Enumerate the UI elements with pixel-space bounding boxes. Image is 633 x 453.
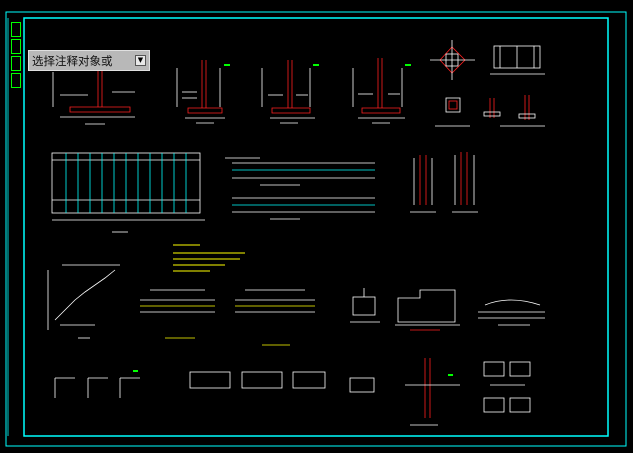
side-tab-1[interactable]: [11, 22, 21, 37]
outer-frame: [5, 11, 627, 447]
inner-frame: [23, 17, 609, 437]
wall-section-2[interactable]: [176, 60, 230, 124]
wall-section-3[interactable]: [261, 60, 319, 124]
beam-detail-1[interactable]: [140, 289, 215, 339]
plan-detail[interactable]: [490, 45, 545, 75]
beam-detail-2[interactable]: [235, 289, 315, 346]
side-tab-2[interactable]: [11, 39, 21, 54]
bottom-detail-1[interactable]: [54, 370, 140, 398]
small-detail-row[interactable]: [435, 95, 545, 127]
footing-detail-1[interactable]: [350, 288, 380, 323]
wall-section-4[interactable]: [352, 58, 411, 124]
column-elevation-1[interactable]: [410, 155, 436, 213]
footing-detail-2[interactable]: [395, 289, 460, 331]
layout-side-tabs: [9, 22, 23, 102]
bottom-detail-3[interactable]: [483, 361, 531, 413]
command-prompt-label: 选择注释对象或: [32, 53, 113, 68]
chevron-down-icon[interactable]: ▼: [135, 55, 146, 66]
rebar-layout-top[interactable]: [225, 157, 375, 186]
notes-block: [173, 244, 245, 272]
stair-section[interactable]: [47, 264, 120, 339]
side-tab-3[interactable]: [11, 56, 21, 71]
wall-elevation[interactable]: [51, 152, 205, 233]
connection-detail[interactable]: [405, 358, 460, 426]
side-tab-4[interactable]: [11, 73, 21, 88]
command-prompt-tooltip[interactable]: 选择注释对象或 ▼: [28, 50, 150, 71]
bottom-detail-2[interactable]: [189, 371, 375, 393]
column-node-detail[interactable]: [430, 40, 475, 80]
pipe-detail[interactable]: [478, 299, 545, 326]
column-elevation-2[interactable]: [452, 152, 478, 213]
wall-section-1[interactable]: [52, 62, 136, 125]
rebar-layout-bottom[interactable]: [232, 197, 375, 220]
